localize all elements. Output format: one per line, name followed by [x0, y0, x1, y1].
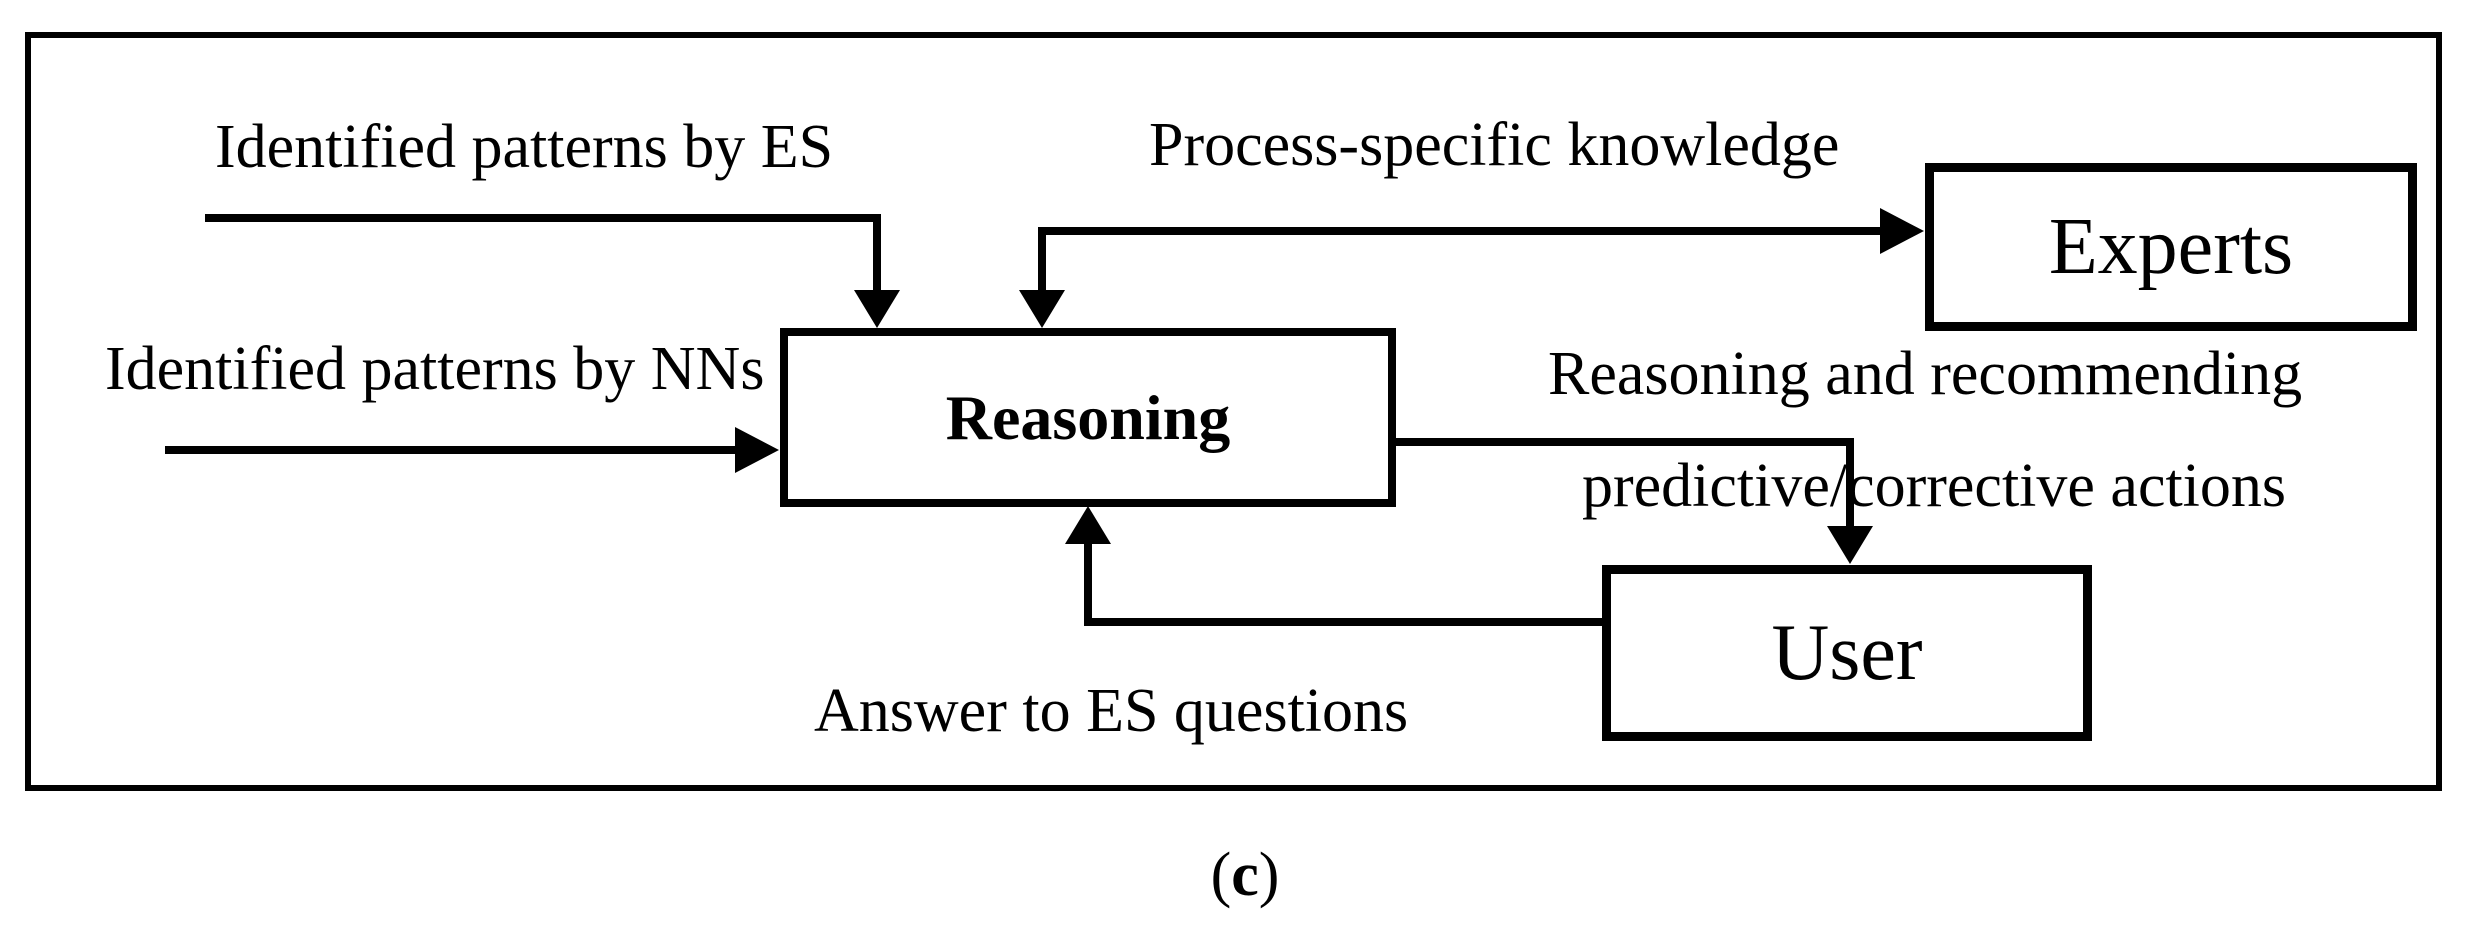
node-reasoning: Reasoning	[780, 328, 1396, 507]
reasoning-to-user-arrowhead-down	[1827, 526, 1873, 564]
label-answer-es-questions: Answer to ES questions	[814, 677, 1409, 745]
node-experts-label: Experts	[2048, 202, 2294, 291]
label-nn-patterns: Identified patterns by NNs	[105, 335, 765, 403]
edge-reasoning-to-user-vertical	[1846, 438, 1854, 528]
edge-user-to-reasoning-vertical	[1084, 544, 1092, 626]
edge-process-knowledge-vertical	[1038, 227, 1046, 292]
figure-caption: (c)	[0, 840, 2490, 911]
node-user-label: User	[1771, 608, 1923, 697]
label-reasoning-recommending-line2: predictive/corrective actions	[1582, 452, 2287, 520]
edge-es-patterns-horizontal	[205, 214, 881, 222]
edge-user-to-reasoning-horizontal	[1084, 618, 1606, 626]
user-to-reasoning-arrowhead-up	[1065, 506, 1111, 544]
nn-patterns-arrowhead-right	[735, 427, 779, 473]
node-experts: Experts	[1925, 163, 2417, 331]
caption-open-paren: (	[1210, 841, 1232, 909]
label-es-patterns: Identified patterns by ES	[215, 113, 834, 181]
process-knowledge-arrowhead-right	[1880, 208, 1924, 254]
edge-process-knowledge-horizontal	[1038, 227, 1882, 235]
label-reasoning-recommending-line1: Reasoning and recommending	[1548, 340, 2303, 408]
es-patterns-arrowhead-down	[854, 290, 900, 328]
process-knowledge-arrowhead-down	[1019, 290, 1065, 328]
node-user: User	[1602, 565, 2092, 741]
edge-nn-patterns-horizontal	[165, 446, 737, 454]
caption-close-paren: )	[1258, 841, 1280, 909]
edge-es-patterns-vertical	[873, 214, 881, 292]
caption-letter: c	[1231, 841, 1259, 909]
edge-reasoning-to-user-horizontal	[1388, 438, 1854, 446]
node-reasoning-label: Reasoning	[945, 381, 1231, 453]
label-process-knowledge: Process-specific knowledge	[1149, 111, 1840, 179]
